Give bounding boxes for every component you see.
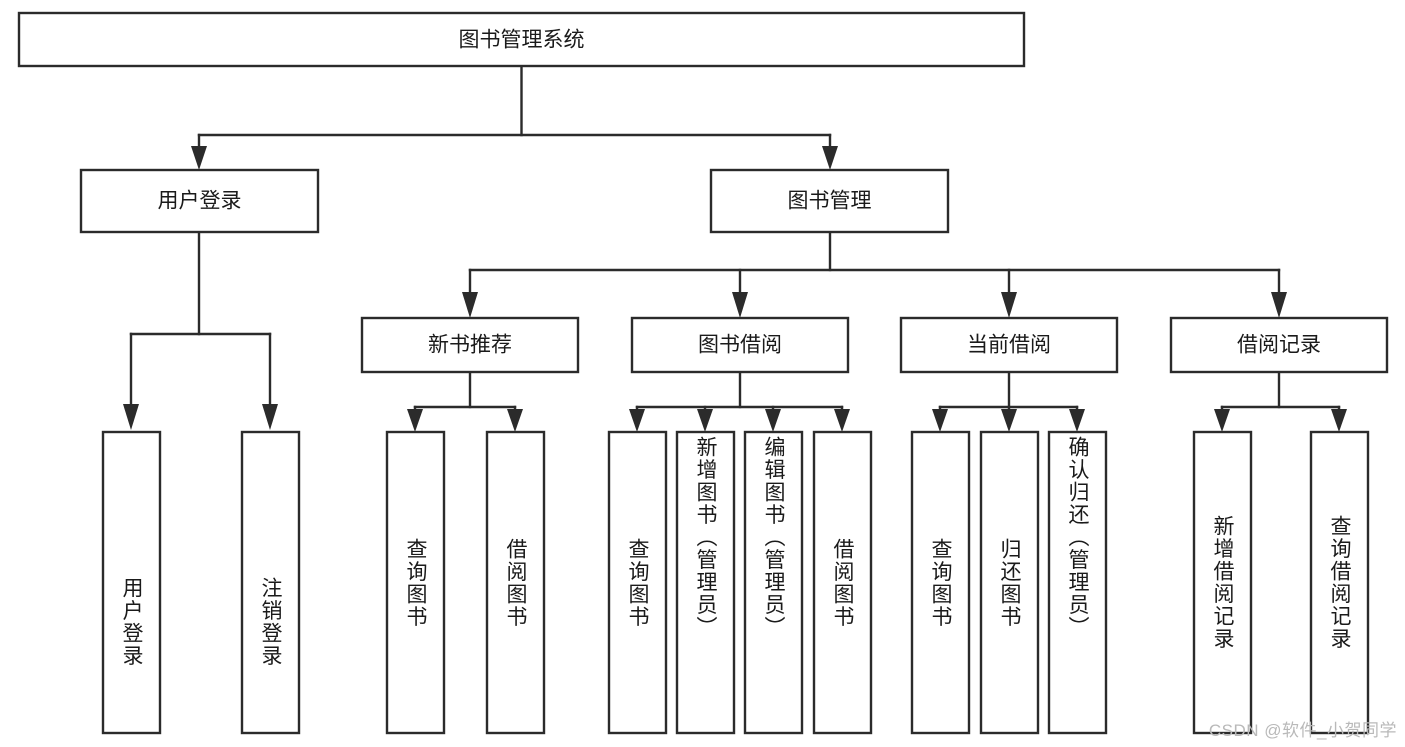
arrow-head-bb-leaf-4 — [834, 409, 850, 432]
label-new-book-recommend: 新书推荐 — [428, 334, 512, 357]
arrow-head-bb-leaf-3 — [765, 409, 781, 432]
node-user-login[interactable] — [79, 168, 320, 234]
node-new-book-recommend[interactable] — [360, 316, 580, 374]
csdn-watermark: CSDN @软件_小贺同学 — [1208, 721, 1397, 740]
node-book-management[interactable] — [709, 168, 950, 234]
label-root-book-system: 图书管理系统 — [459, 29, 585, 52]
connector-group-user-login — [123, 230, 278, 430]
node-leaf-logout[interactable] — [240, 430, 301, 735]
node-book-borrow[interactable] — [630, 316, 850, 374]
node-leaf-br-query-record[interactable] — [1309, 430, 1370, 735]
connector-group-book-mgmt — [462, 230, 1287, 318]
node-borrow-record[interactable] — [1169, 316, 1389, 374]
arrow-head-cb-leaf-1 — [932, 409, 948, 432]
arrow-head-br-leaf-1 — [1214, 409, 1230, 432]
node-leaf-bb-edit-book[interactable] — [743, 430, 804, 735]
arrow-head-leaf-logout — [262, 404, 278, 430]
node-leaf-nbr-borrow-book[interactable] — [485, 430, 546, 735]
node-leaf-bb-query-book[interactable] — [607, 430, 668, 735]
arrow-head-to-user-login — [191, 146, 207, 170]
arrow-head-nbr-leaf-2 — [507, 409, 523, 432]
node-leaf-user-login[interactable] — [101, 430, 162, 735]
node-root-book-system[interactable] — [17, 11, 1026, 68]
arrow-head-bb-leaf-1 — [629, 409, 645, 432]
arrow-head-current-borrow — [1001, 292, 1017, 318]
label-book-management: 图书管理 — [788, 190, 872, 213]
arrow-head-cb-leaf-2 — [1001, 409, 1017, 432]
connector-group-borrow-record — [1214, 370, 1347, 432]
label-current-borrow: 当前借阅 — [967, 334, 1051, 357]
label-borrow-record: 借阅记录 — [1237, 334, 1321, 357]
node-current-borrow[interactable] — [899, 316, 1119, 374]
node-leaf-bb-add-book[interactable] — [675, 430, 736, 735]
arrow-head-leaf-user-login — [123, 404, 139, 430]
arrow-head-borrow-record — [1271, 292, 1287, 318]
node-leaf-cb-query-book[interactable] — [910, 430, 971, 735]
arrow-head-to-book-mgmt — [822, 146, 838, 170]
arrow-head-bb-leaf-2 — [697, 409, 713, 432]
arrow-head-cb-leaf-3 — [1069, 409, 1085, 432]
arrow-head-br-leaf-2 — [1331, 409, 1347, 432]
node-leaf-cb-return-book[interactable] — [979, 430, 1040, 735]
node-leaf-bb-borrow-book[interactable] — [812, 430, 873, 735]
node-leaf-nbr-query-book[interactable] — [385, 430, 446, 735]
arrow-head-nbr-leaf-1 — [407, 409, 423, 432]
arrow-head-new-book-rec — [462, 292, 478, 318]
connector-group-root — [191, 64, 838, 170]
node-leaf-cb-confirm-return[interactable] — [1047, 430, 1108, 735]
label-book-borrow: 图书借阅 — [698, 334, 782, 357]
node-leaf-br-add-record[interactable] — [1192, 430, 1253, 735]
arrow-head-book-borrow — [732, 292, 748, 318]
connector-group-book-borrow — [629, 370, 850, 432]
label-user-login: 用户登录 — [158, 190, 242, 213]
connector-group-current-borrow — [932, 370, 1085, 432]
connector-group-new-book-rec — [407, 370, 523, 432]
